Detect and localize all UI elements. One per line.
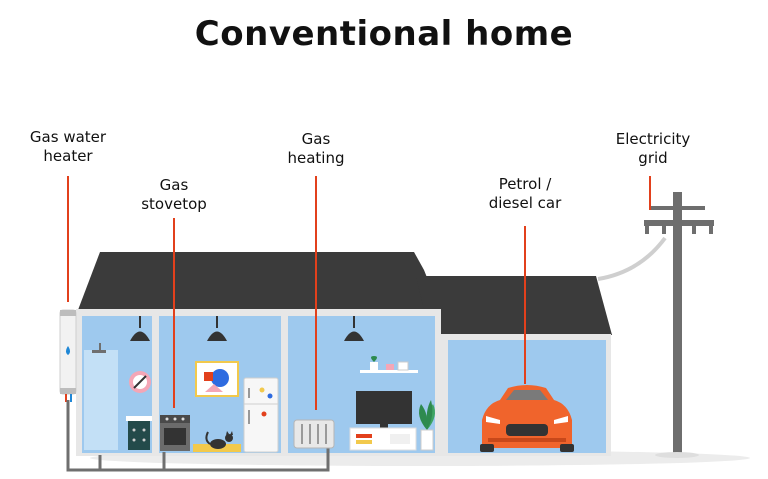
lamp-icon [207,316,227,341]
lamp-icon [344,316,364,341]
house-roof [78,252,440,310]
label-line: heater [43,147,93,165]
utility-pole-icon [644,192,714,458]
label-line: stovetop [141,195,207,213]
label-gas-water-heater: Gas water heater [18,128,118,166]
label-line: Petrol / [498,175,552,193]
gas-pipe [98,452,166,470]
lamp-icon [130,316,150,341]
power-cable [597,236,667,281]
shelf-icon [360,356,418,373]
label-electricity-grid: Electricity grid [598,130,708,168]
label-line: diesel car [488,194,562,212]
tv-icon [356,391,412,428]
fridge-icon [243,377,279,453]
label-gas-stovetop: Gas stovetop [124,176,224,214]
artwork-icon [195,361,239,397]
label-line: Electricity [615,130,691,148]
vanity-icon [126,416,152,450]
label-line: grid [638,149,668,167]
plant-icon [419,400,435,451]
label-line: Gas water [29,128,107,146]
page-title: Conventional home [194,14,574,54]
label-line: heating [287,149,345,167]
heater-icon [293,419,335,449]
label-line: Gas [159,176,189,194]
water-heater-icon [59,309,77,402]
label-petrol-diesel-car: Petrol / diesel car [470,175,580,213]
gas-pipe [66,400,330,472]
stove-icon [160,415,190,451]
label-line: Gas [301,130,331,148]
shower-icon [84,343,118,450]
car-icon [480,385,574,452]
tv-cabinet-icon [349,427,417,451]
garage-roof [416,276,612,335]
label-gas-heating: Gas heating [266,130,366,168]
mirror-icon [129,371,151,393]
cat-icon [205,431,233,449]
